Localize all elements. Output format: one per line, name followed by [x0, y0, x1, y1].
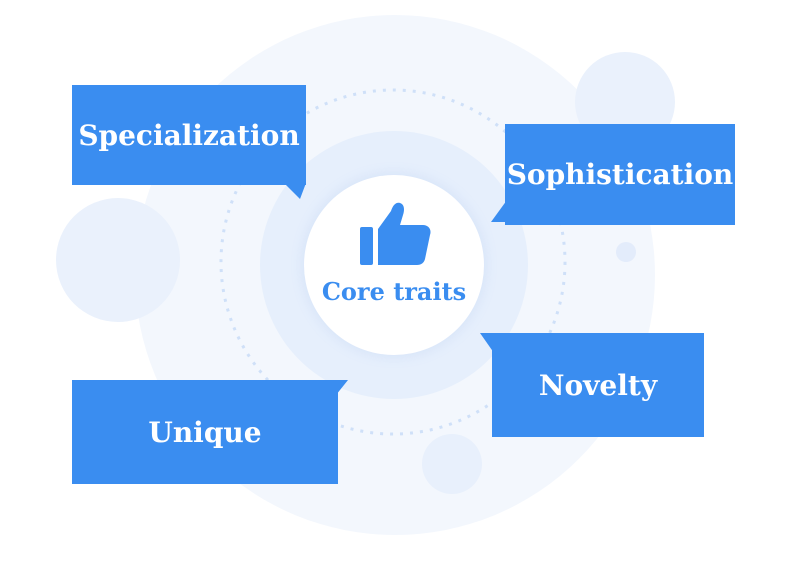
trait-label: Sophistication — [506, 158, 734, 191]
trait-label: Specialization — [78, 118, 300, 152]
thumbs-up-icon — [360, 202, 431, 265]
trait-bubble-unique: Unique — [72, 380, 348, 484]
center-circle: Core traits — [304, 175, 484, 355]
trait-bubble-specialization: Specialization — [72, 85, 306, 199]
bubble-tail — [332, 380, 348, 400]
trait-label: Novelty — [538, 368, 658, 402]
decor-circle-left — [56, 198, 180, 322]
dotted-ring — [219, 88, 567, 436]
decor-circle-right-small — [616, 242, 636, 262]
center-label: Core traits — [321, 277, 467, 306]
trait-bubble-sophistication: Sophistication — [491, 124, 735, 225]
bubble-tail — [284, 183, 306, 199]
decor-circle-bottom — [422, 434, 482, 494]
trait-bubble-novelty: Novelty — [480, 333, 704, 437]
trait-label: Unique — [148, 415, 262, 449]
bubble-tail — [480, 333, 494, 353]
bubble-tail — [491, 200, 507, 222]
